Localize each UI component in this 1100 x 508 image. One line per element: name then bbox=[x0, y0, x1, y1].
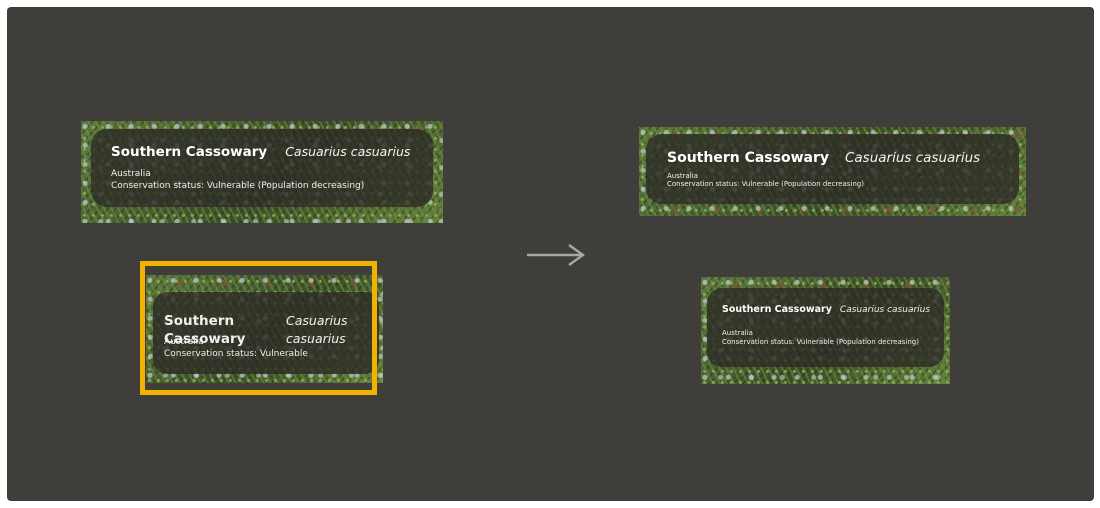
banner-card: Southern Cassowary Casuarius casuarius A… bbox=[91, 129, 433, 207]
common-name: Southern Cassowary bbox=[111, 144, 268, 160]
region-label: Australia bbox=[722, 329, 753, 337]
species-banner-narrow-fixed: Southern Cassowary Casuarius casuarius A… bbox=[701, 277, 950, 384]
common-name: Southern Cassowary bbox=[722, 304, 832, 315]
banner-card: Southern Cassowary Casuarius casuarius A… bbox=[646, 134, 1019, 204]
banner-card: Southern Cassowary Casuarius casuarius A… bbox=[153, 292, 379, 374]
conservation-status: Conservation status: Vulnerable (Populat… bbox=[722, 338, 919, 346]
region-label: Australia bbox=[164, 337, 204, 347]
region-label: Australia bbox=[667, 172, 698, 180]
species-banner-narrow-broken: Southern Cassowary Casuarius casuarius A… bbox=[146, 275, 383, 383]
banner-title-row: Southern Cassowary Casuarius casuarius bbox=[722, 304, 930, 315]
arrow-right-icon bbox=[527, 244, 586, 266]
issue-highlight-frame bbox=[140, 261, 377, 395]
conservation-status: Conservation status: Vulnerable (Populat… bbox=[667, 180, 864, 188]
banner-title-row: Southern Cassowary Casuarius casuarius bbox=[667, 150, 980, 166]
conservation-status: Conservation status: Vulnerable bbox=[164, 349, 308, 359]
comparison-canvas: Southern Cassowary Casuarius casuarius A… bbox=[7, 7, 1094, 501]
banner-title-row: Southern Cassowary Casuarius casuarius bbox=[111, 144, 410, 160]
common-name-line1: Southern bbox=[164, 313, 235, 329]
common-name-line2: Cassowary bbox=[164, 331, 246, 347]
conservation-status: Conservation status: Vulnerable (Populat… bbox=[111, 181, 365, 191]
scientific-name: Casuarius casuarius bbox=[285, 144, 411, 159]
scientific-name: Casuarius casuarius bbox=[844, 150, 981, 166]
species-banner-wide-original: Southern Cassowary Casuarius casuarius A… bbox=[81, 121, 443, 223]
common-name: Southern Cassowary bbox=[667, 150, 829, 166]
species-banner-wide-fixed: Southern Cassowary Casuarius casuarius A… bbox=[639, 127, 1026, 216]
scientific-name: Casuarius casuarius bbox=[839, 305, 931, 315]
scientific-name-line1: Casuarius bbox=[286, 313, 348, 328]
scientific-name-line2: casuarius bbox=[286, 331, 346, 346]
banner-card: Southern Cassowary Casuarius casuarius A… bbox=[707, 288, 944, 367]
region-label: Australia bbox=[111, 169, 151, 179]
